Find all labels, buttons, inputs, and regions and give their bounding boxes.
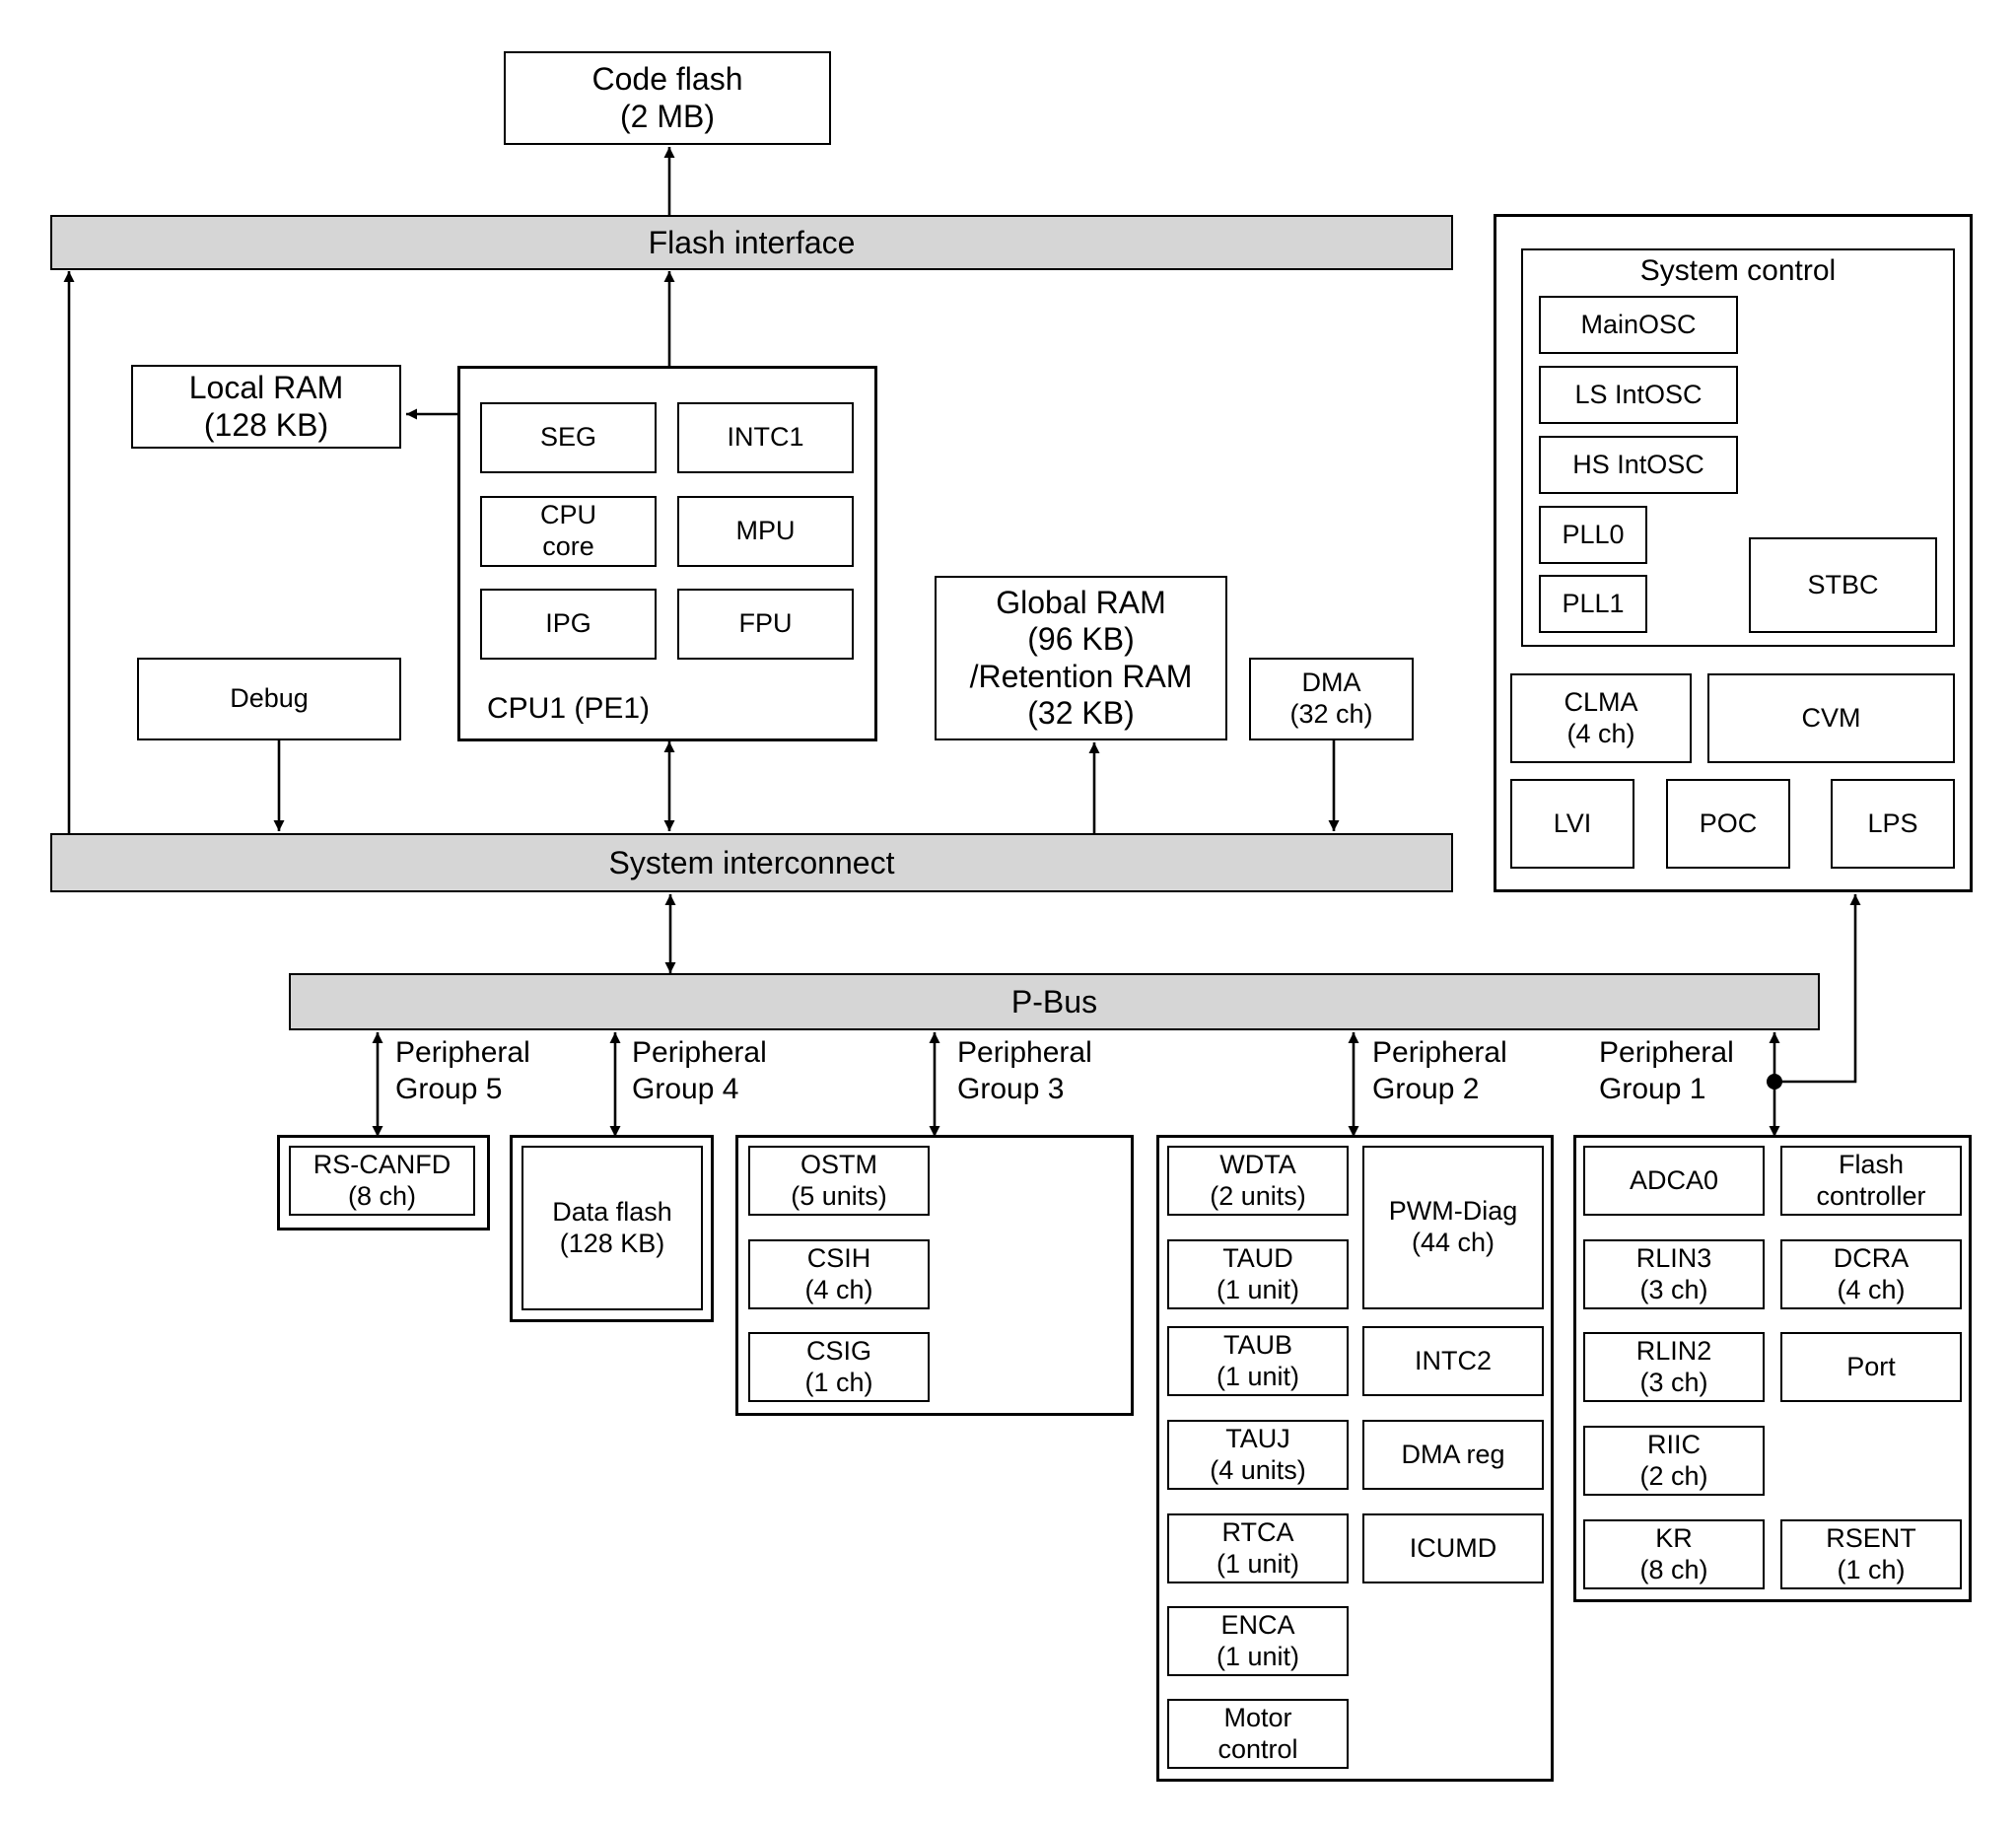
kr-box: KR (8 ch) [1583, 1519, 1765, 1589]
ostm-box: OSTM (5 units) [748, 1146, 930, 1216]
cpu-block-ipg: IPG [480, 589, 657, 660]
cpu-block-fpu: FPU [677, 589, 854, 660]
pwm-diag-box: PWM-Diag (44 ch) [1362, 1146, 1544, 1309]
global-ram-box: Global RAM (96 KB) /Retention RAM (32 KB… [935, 576, 1227, 740]
stbc-box: STBC [1749, 537, 1937, 633]
flash-interface-bus: Flash interface [50, 215, 1453, 270]
flash-controller-box: Flash controller [1780, 1146, 1962, 1216]
peripheral-group-3-label: Peripheral Group 3 [957, 1036, 1092, 1105]
rtca-box: RTCA (1 unit) [1167, 1513, 1349, 1583]
pll0-box: PLL0 [1539, 506, 1647, 564]
csig-box: CSIG (1 ch) [748, 1332, 930, 1402]
cpu-block-intc1: INTC1 [677, 402, 854, 473]
group1-to-system-control-arrow [1774, 894, 1861, 1084]
peripheral-group-2-label: Peripheral Group 2 [1372, 1036, 1507, 1105]
osc-ls-intosc: LS IntOSC [1539, 366, 1738, 424]
rlin2-box: RLIN2 (3 ch) [1583, 1332, 1765, 1402]
riic-box: RIIC (2 ch) [1583, 1426, 1765, 1496]
cpu-title: CPU1 (PE1) [487, 692, 651, 725]
adca0-box: ADCA0 [1583, 1146, 1765, 1216]
intc2-box: INTC2 [1362, 1326, 1544, 1396]
rlin3-box: RLIN3 (3 ch) [1583, 1239, 1765, 1309]
osc-mainosc: MainOSC [1539, 296, 1738, 354]
pll1-box: PLL1 [1539, 575, 1647, 633]
tauj-box: TAUJ (4 units) [1167, 1420, 1349, 1490]
dma-reg-box: DMA reg [1362, 1420, 1544, 1490]
icumd-box: ICUMD [1362, 1513, 1544, 1583]
motor-control-box: Motor control [1167, 1699, 1349, 1769]
taub-box: TAUB (1 unit) [1167, 1326, 1349, 1396]
rsent-box: RSENT (1 ch) [1780, 1519, 1962, 1589]
poc-box: POC [1666, 779, 1790, 869]
csih-box: CSIH (4 ch) [748, 1239, 930, 1309]
dma-box: DMA (32 ch) [1249, 658, 1414, 740]
cvm-box: CVM [1707, 673, 1955, 763]
system-interconnect-bus: System interconnect [50, 833, 1453, 892]
cpu-block-seg: SEG [480, 402, 657, 473]
data-flash-box: Data flash (128 KB) [521, 1146, 703, 1310]
lps-box: LPS [1831, 779, 1955, 869]
dcra-box: DCRA (4 ch) [1780, 1239, 1962, 1309]
junction-dot [1767, 1074, 1782, 1090]
osc-hs-intosc: HS IntOSC [1539, 436, 1738, 494]
peripheral-group-4-label: Peripheral Group 4 [632, 1036, 767, 1105]
cpu-block-mpu: MPU [677, 496, 854, 567]
system-control-title: System control [1639, 254, 1837, 287]
peripheral-group-5-label: Peripheral Group 5 [395, 1036, 530, 1105]
lvi-box: LVI [1510, 779, 1634, 869]
taud-box: TAUD (1 unit) [1167, 1239, 1349, 1309]
cpu-block-cpu-core: CPU core [480, 496, 657, 567]
code-flash-box: Code flash (2 MB) [504, 51, 831, 145]
peripheral-group-1-label: Peripheral Group 1 [1599, 1036, 1734, 1105]
wdta-box: WDTA (2 units) [1167, 1146, 1349, 1216]
debug-box: Debug [137, 658, 401, 740]
clma-box: CLMA (4 ch) [1510, 673, 1692, 763]
p-bus: P-Bus [289, 973, 1820, 1030]
enca-box: ENCA (1 unit) [1167, 1606, 1349, 1676]
local-ram-box: Local RAM (128 KB) [131, 365, 401, 449]
rs-canfd-box: RS-CANFD (8 ch) [289, 1146, 475, 1216]
port-box: Port [1780, 1332, 1962, 1402]
